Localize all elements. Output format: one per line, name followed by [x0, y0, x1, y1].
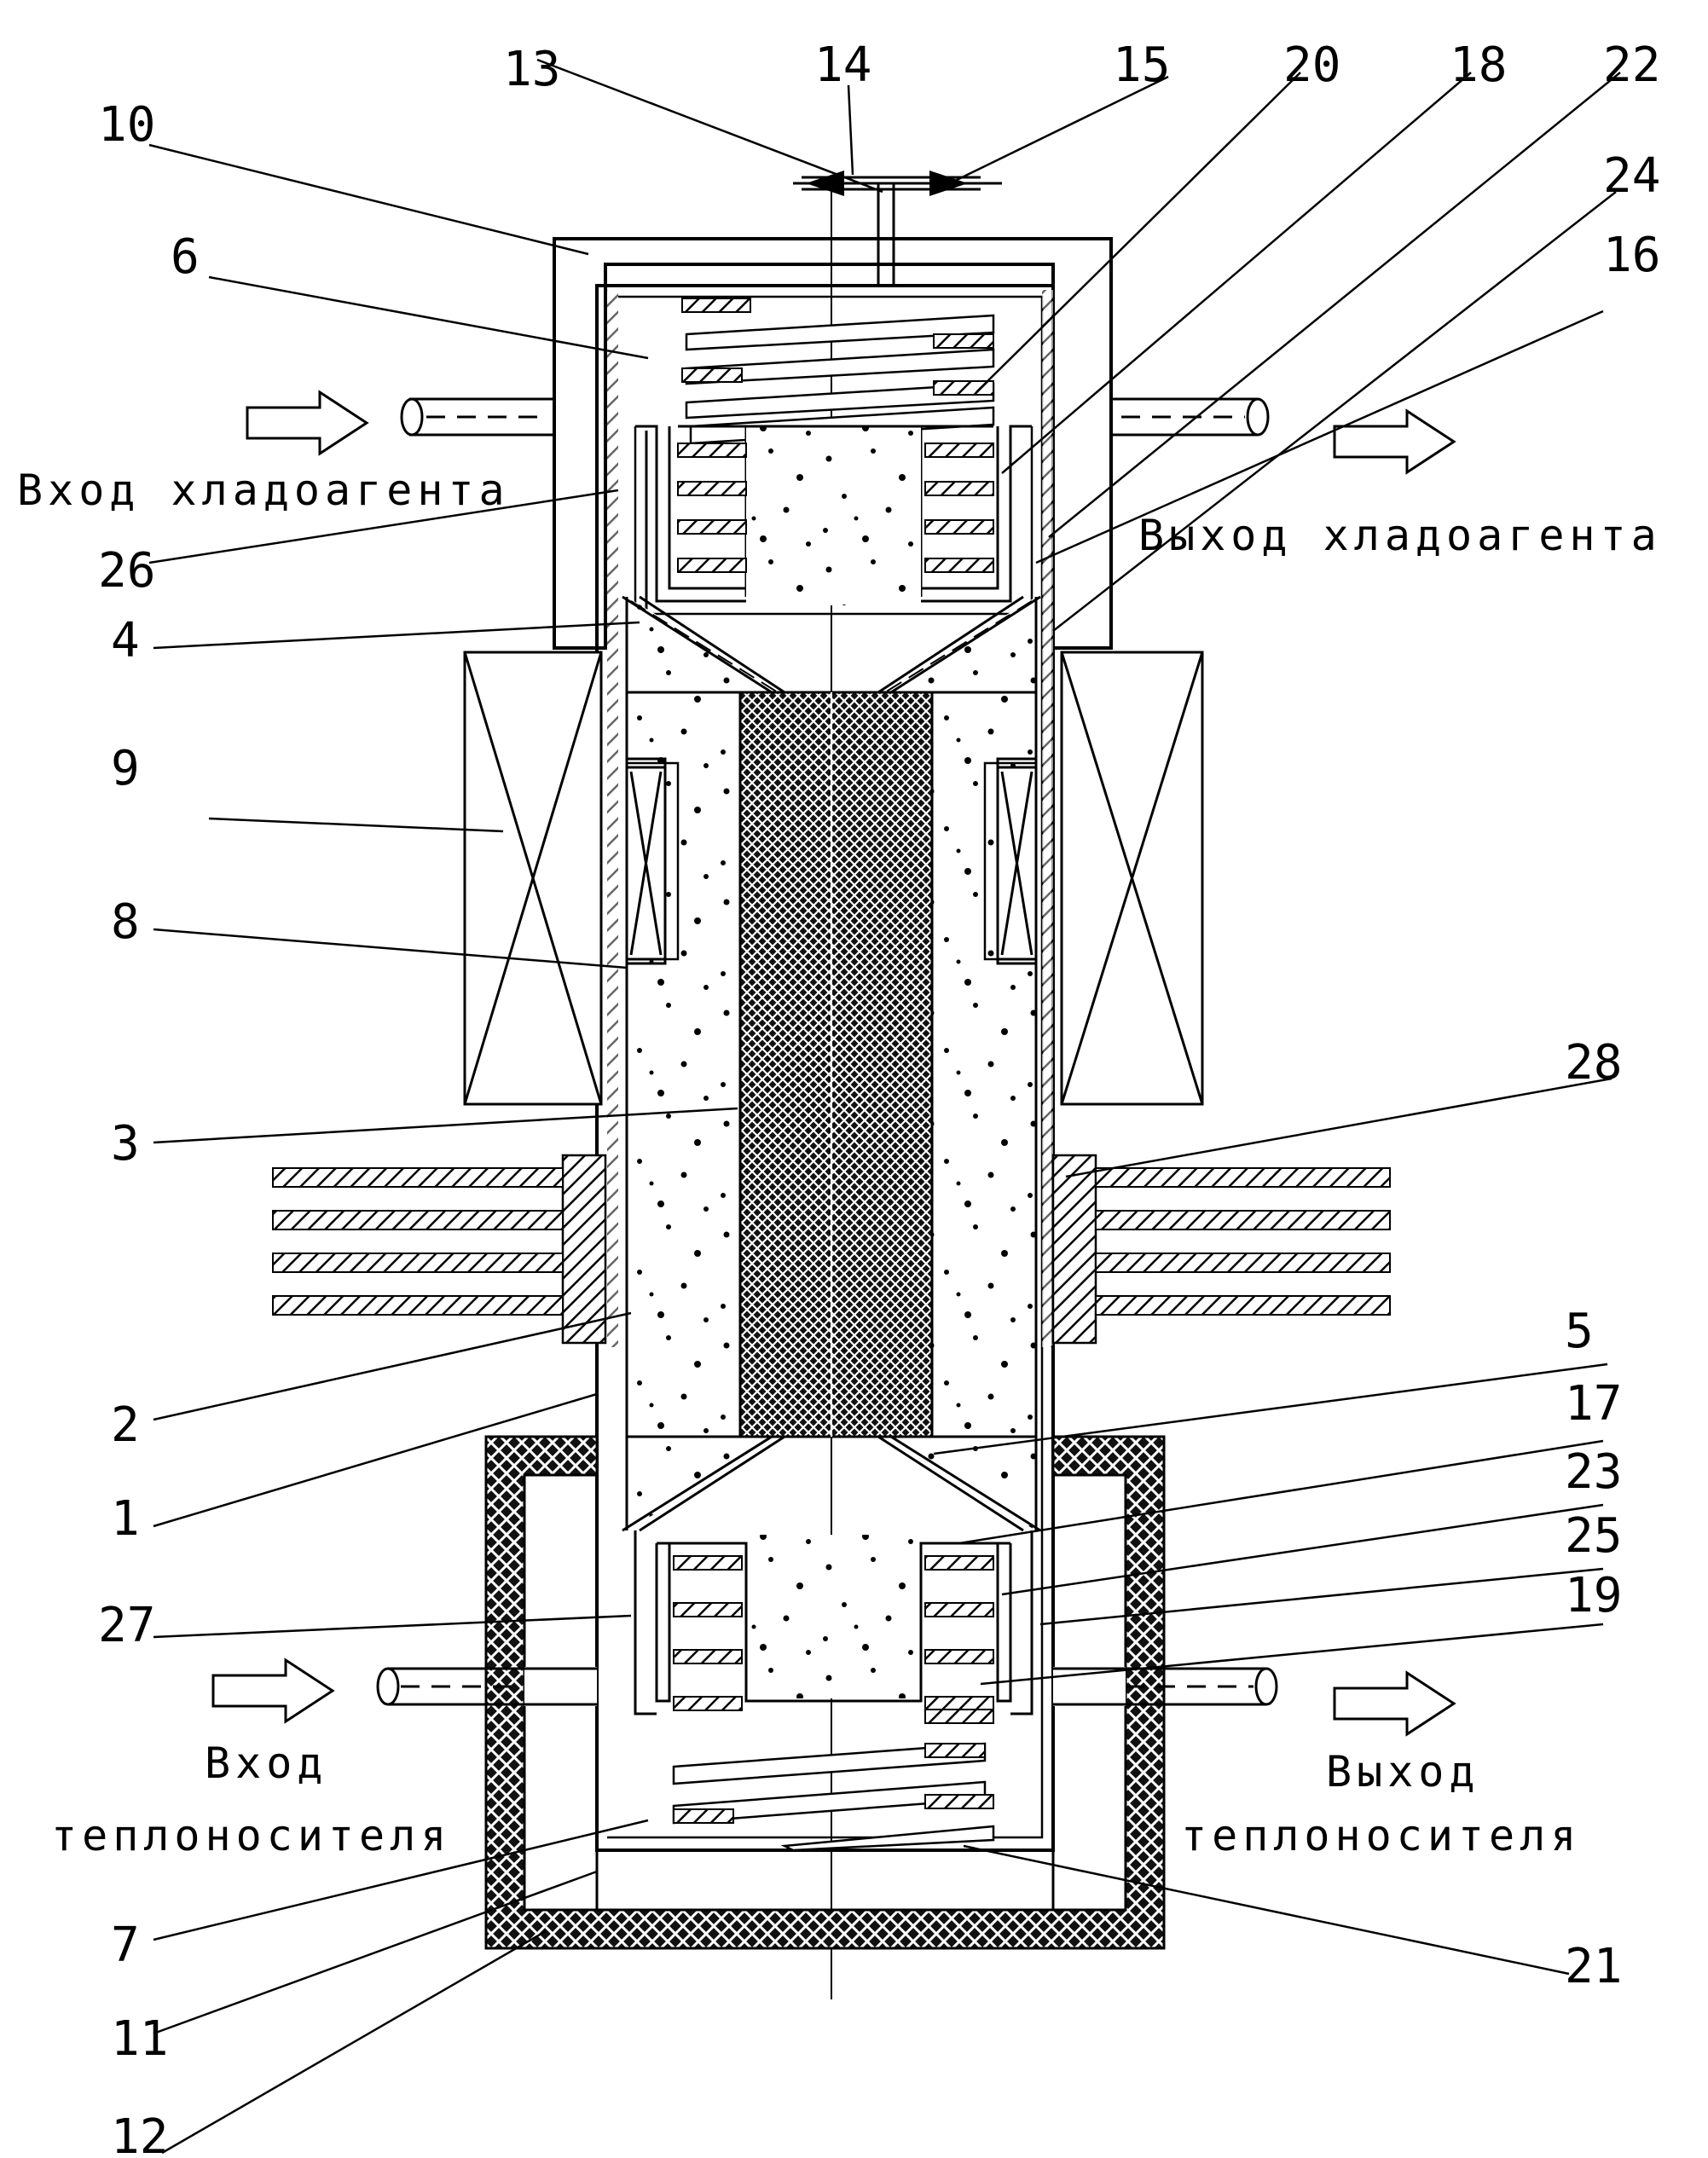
label-2: 2: [111, 1397, 140, 1453]
label-10: 10: [98, 97, 155, 153]
label-16: 16: [1603, 228, 1660, 283]
label-17: 17: [1565, 1376, 1622, 1432]
heat-carrier-inlet-caption-line2: теплоносителя: [51, 1811, 451, 1860]
lower-spiral: [674, 1710, 993, 1850]
heat-carrier-outlet-caption-line1: Выход: [1326, 1747, 1480, 1796]
label-14: 14: [814, 38, 871, 93]
coolant-inlet-caption: Вход хладоагента: [17, 466, 510, 515]
label-24: 24: [1603, 148, 1660, 204]
label-28: 28: [1565, 1035, 1622, 1091]
label-18: 18: [1450, 38, 1507, 93]
label-23: 23: [1565, 1444, 1622, 1500]
label-26: 26: [98, 543, 155, 599]
label-20: 20: [1283, 38, 1340, 93]
label-5: 5: [1565, 1304, 1594, 1359]
label-6: 6: [171, 229, 200, 285]
label-13: 13: [503, 42, 560, 97]
label-27: 27: [98, 1598, 155, 1653]
label-7: 7: [111, 1918, 140, 1973]
label-3: 3: [111, 1116, 140, 1172]
label-1: 1: [111, 1491, 140, 1547]
label-4: 4: [111, 613, 140, 668]
label-9: 9: [111, 741, 140, 796]
label-19: 19: [1565, 1568, 1622, 1623]
label-22: 22: [1603, 38, 1660, 93]
upper-spiral: [682, 298, 993, 443]
working-body: [622, 597, 1040, 1530]
label-11: 11: [111, 2011, 168, 2067]
heat-carrier-inlet-caption-line1: Вход: [205, 1739, 327, 1788]
label-12: 12: [111, 2109, 168, 2158]
heat-carrier-outlet-caption-line2: теплоносителя: [1181, 1811, 1581, 1860]
label-25: 25: [1565, 1508, 1622, 1564]
upper-cup: [635, 426, 1032, 614]
gas-pipe: [793, 171, 1002, 286]
label-8: 8: [111, 894, 140, 950]
label-21: 21: [1565, 1939, 1622, 1994]
lower-cup: [635, 1530, 1032, 1714]
coolant-outlet-caption: Выход хладоагента: [1138, 511, 1662, 560]
label-15: 15: [1113, 38, 1170, 93]
